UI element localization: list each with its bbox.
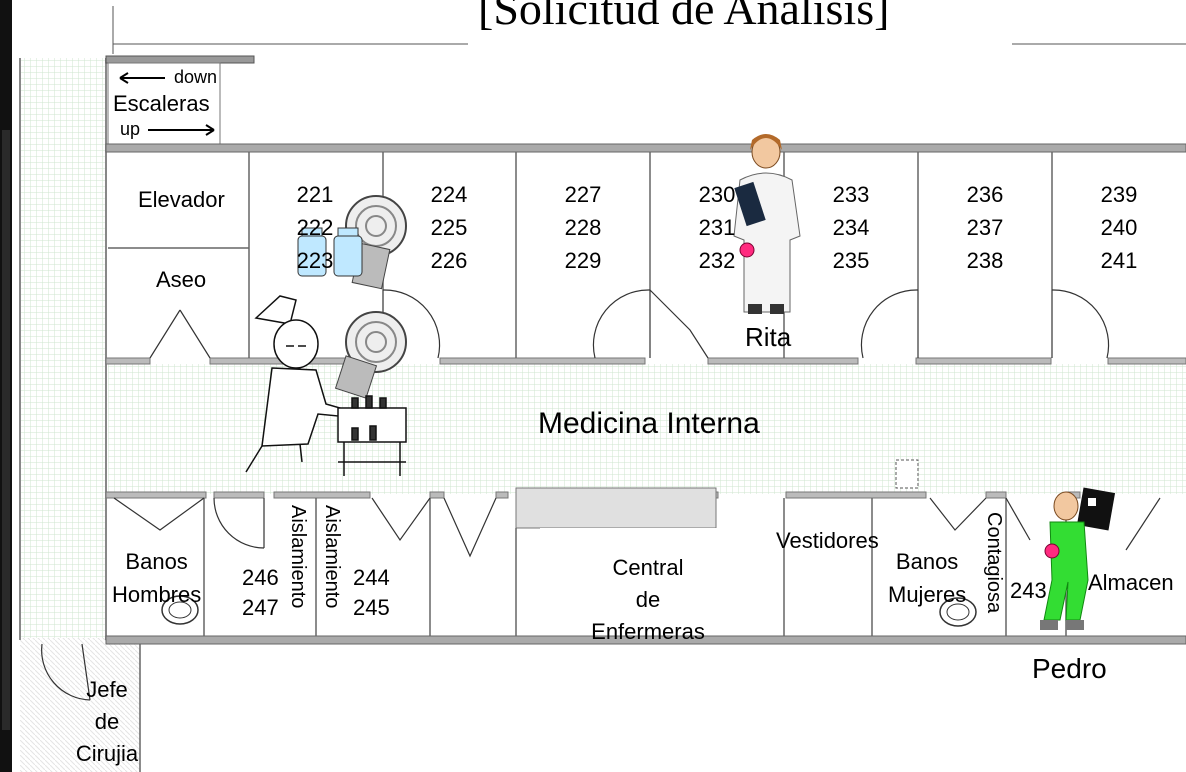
room-vestidores: Vestidores <box>776 528 879 553</box>
room-block-221: 221 222 223 <box>280 178 350 277</box>
room-number: 246 <box>242 565 279 590</box>
room-number: 238 <box>966 248 1004 273</box>
room-number: 223 <box>296 248 334 273</box>
room-number: 224 <box>430 182 468 207</box>
room-block-244: 244 245 <box>353 563 390 623</box>
corridor-label: Medicina Interna <box>538 407 760 440</box>
vertical-corridor <box>20 58 106 638</box>
room-label-line: Cirujia <box>75 741 139 766</box>
room-central-enfermeras: Central de Enfermeras <box>586 552 710 648</box>
person-label-rita: Rita <box>745 322 792 352</box>
stairs-label: Escaleras <box>113 91 210 116</box>
page-title: [Solicitud de Análisis] <box>478 0 890 34</box>
room-label-line: Banos <box>895 549 959 574</box>
room-number: 239 <box>1100 182 1138 207</box>
room-aislamiento-2: Aislamiento <box>321 505 343 609</box>
room-number: 229 <box>564 248 602 273</box>
room-label-line: Enfermeras <box>591 619 705 644</box>
room-number: 236 <box>966 182 1004 207</box>
room-elevador: Elevador <box>138 187 225 212</box>
room-block-239: 239 240 241 <box>1084 178 1154 277</box>
room-block-233: 233 234 235 <box>816 178 886 277</box>
room-aislamiento-1: Aislamiento <box>287 505 309 609</box>
room-label-line: Hombres <box>112 582 202 607</box>
room-number: 226 <box>430 248 468 273</box>
nurse-station-counter <box>515 487 717 529</box>
location-marker <box>739 242 755 258</box>
stairs-down-label: down <box>174 67 218 87</box>
room-number: 225 <box>430 215 468 240</box>
room-label-line: de <box>635 587 661 612</box>
toilet-icon <box>161 595 199 625</box>
stethoscope-icon <box>334 311 407 399</box>
location-marker <box>1044 543 1060 559</box>
room-block-236: 236 237 238 <box>950 178 1020 277</box>
room-block-246: 246 247 <box>242 563 279 623</box>
room-number: 230 <box>698 182 736 207</box>
toilet-icon <box>939 597 977 627</box>
room-label-line: de <box>94 709 120 734</box>
room-block-227: 227 228 229 <box>548 178 618 277</box>
room-number: 222 <box>296 215 334 240</box>
male-doctor-icon <box>1040 487 1116 630</box>
room-number: 245 <box>353 595 390 620</box>
room-label-line: Mujeres <box>888 582 967 607</box>
room-number: 244 <box>353 565 390 590</box>
room-almacen: Almacen <box>1088 570 1174 595</box>
room-number: 227 <box>564 182 602 207</box>
bottle-icon <box>297 227 327 277</box>
room-label-line: Jefe <box>86 677 128 702</box>
room-banos-hombres: Banos Hombres <box>112 545 201 611</box>
bottle-icon <box>333 227 363 277</box>
room-number: 221 <box>296 182 334 207</box>
stairs-up-label: up <box>120 119 141 139</box>
room-block-224: 224 225 226 <box>414 178 484 277</box>
room-number: 247 <box>242 595 279 620</box>
room-contagiosa: Contagiosa <box>983 512 1005 614</box>
room-number: 237 <box>966 215 1004 240</box>
room-number: 240 <box>1100 215 1138 240</box>
room-aseo: Aseo <box>156 267 207 292</box>
room-label-line: Banos <box>125 549 188 574</box>
nurse-cart-icon <box>245 295 407 476</box>
room-label-line: Central <box>612 555 684 580</box>
person-label-pedro: Pedro <box>1032 653 1107 684</box>
room-number: 234 <box>832 215 870 240</box>
female-doctor-icon <box>733 134 801 314</box>
room-number: 241 <box>1100 248 1138 273</box>
room-number: 228 <box>564 215 602 240</box>
room-number: 235 <box>832 248 870 273</box>
room-number: 231 <box>698 215 736 240</box>
room-banos-mujeres: Banos Mujeres <box>888 545 966 611</box>
room-number: 232 <box>698 248 736 273</box>
room-jefe-cirujia: Jefe de Cirujia <box>72 674 142 770</box>
room-243: 243 <box>1010 578 1047 603</box>
room-number: 233 <box>832 182 870 207</box>
room-block-230: 230 231 232 <box>682 178 752 277</box>
